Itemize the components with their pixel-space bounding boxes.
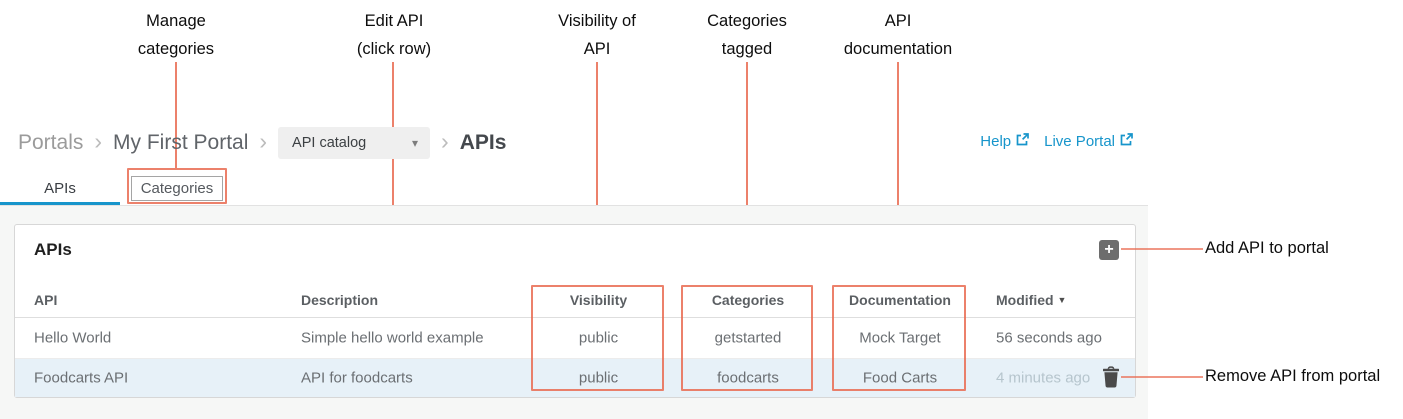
annotation-line: API [884, 12, 912, 30]
column-header-visibility[interactable]: Visibility [569, 292, 628, 308]
help-link[interactable]: Help [980, 133, 1029, 150]
annotation-line: tagged [721, 40, 773, 58]
chevron-right-icon: › [259, 128, 268, 154]
annotation-line: Manage [146, 12, 206, 30]
annotation-categories-tagged: Categories tagged [707, 7, 787, 63]
cell-categories: getstarted [714, 329, 782, 347]
tab-apis[interactable]: APIs [0, 174, 120, 203]
table-header-row: API Description Visibility Categories Do… [15, 283, 1135, 318]
annotation-manage-categories: Manage categories [138, 7, 214, 63]
annotation-api-documentation: API documentation [844, 7, 952, 63]
breadcrumb: Portals › My First Portal › API catalog … [18, 126, 506, 160]
cell-visibility: public [578, 329, 619, 347]
callout-box-categories-tab [127, 168, 227, 204]
annotation-add-api: Add API to portal [1205, 239, 1329, 257]
cell-categories: foodcarts [717, 369, 779, 387]
panel-title: APIs [34, 240, 72, 259]
apis-panel: APIs + API Description Visibility Catego… [14, 224, 1136, 398]
callout-line-visibility [596, 62, 598, 285]
sort-desc-icon: ▼ [1057, 295, 1067, 305]
annotation-line: Visibility of [558, 12, 636, 30]
callout-box-categories-column [681, 285, 813, 391]
tabs-divider [0, 205, 1148, 206]
plus-icon: + [1104, 241, 1114, 258]
breadcrumb-portal-name[interactable]: My First Portal [113, 131, 249, 154]
callout-line-categories [746, 62, 748, 285]
cell-documentation: Food Carts [862, 369, 938, 387]
tab-apis-label: APIs [44, 180, 76, 197]
live-portal-link[interactable]: Live Portal [1044, 133, 1133, 150]
callout-box-visibility-column [531, 285, 664, 391]
add-api-button[interactable]: + [1099, 240, 1119, 260]
trash-icon [1102, 366, 1120, 391]
column-header-modified[interactable]: Modified▼ [996, 292, 1066, 308]
page-select-dropdown[interactable]: API catalog ▾ [278, 127, 431, 159]
cell-documentation: Mock Target [859, 329, 941, 347]
annotation-edit-api: Edit API (click row) [357, 7, 431, 63]
cell-modified: 56 seconds ago [996, 329, 1102, 347]
external-link-icon [1120, 133, 1133, 150]
breadcrumb-portals[interactable]: Portals [18, 131, 84, 154]
column-header-api[interactable]: API [34, 292, 58, 308]
callout-line-manage-categories [175, 62, 177, 168]
external-link-icon [1016, 133, 1029, 150]
cell-description: Simple hello world example [301, 329, 484, 347]
annotation-remove-api: Remove API from portal [1205, 367, 1381, 385]
caret-down-icon: ▾ [412, 136, 419, 150]
breadcrumb-current-apis: APIs [459, 131, 507, 154]
callout-line-remove-api [1121, 376, 1203, 378]
chevron-right-icon: › [94, 128, 103, 154]
cell-modified: 4 minutes ago [996, 369, 1091, 387]
callout-line-documentation [897, 62, 899, 285]
column-header-modified-label: Modified [996, 292, 1054, 308]
tab-categories[interactable]: Categories [131, 176, 223, 201]
table-row-hello-world[interactable]: Hello World Simple hello world example p… [15, 318, 1135, 359]
callout-box-documentation-column [832, 285, 966, 391]
column-header-categories[interactable]: Categories [711, 292, 785, 308]
annotation-line: API [583, 40, 611, 58]
annotation-line: Categories [707, 12, 787, 30]
cell-visibility: public [578, 369, 619, 387]
tab-categories-label: Categories [140, 180, 214, 197]
remove-api-button[interactable] [1101, 366, 1121, 390]
dropdown-selected-value: API catalog [292, 135, 367, 151]
cell-description: API for foodcarts [301, 369, 413, 387]
cell-api: Foodcarts API [34, 369, 129, 387]
help-link-label: Help [980, 133, 1012, 150]
active-tab-indicator [0, 202, 120, 205]
annotation-line: Edit API [364, 12, 424, 30]
column-header-documentation[interactable]: Documentation [849, 292, 951, 308]
callout-line-add-api [1121, 248, 1203, 250]
cell-api: Hello World [34, 329, 112, 347]
chevron-right-icon: › [441, 128, 449, 154]
header-links: Help Live Portal [980, 133, 1133, 150]
live-portal-link-label: Live Portal [1044, 133, 1115, 150]
annotation-line: (click row) [356, 40, 432, 58]
column-header-description[interactable]: Description [301, 292, 379, 308]
annotation-visibility: Visibility of API [558, 7, 636, 63]
annotation-line: categories [137, 40, 215, 58]
annotation-line: documentation [843, 40, 953, 58]
